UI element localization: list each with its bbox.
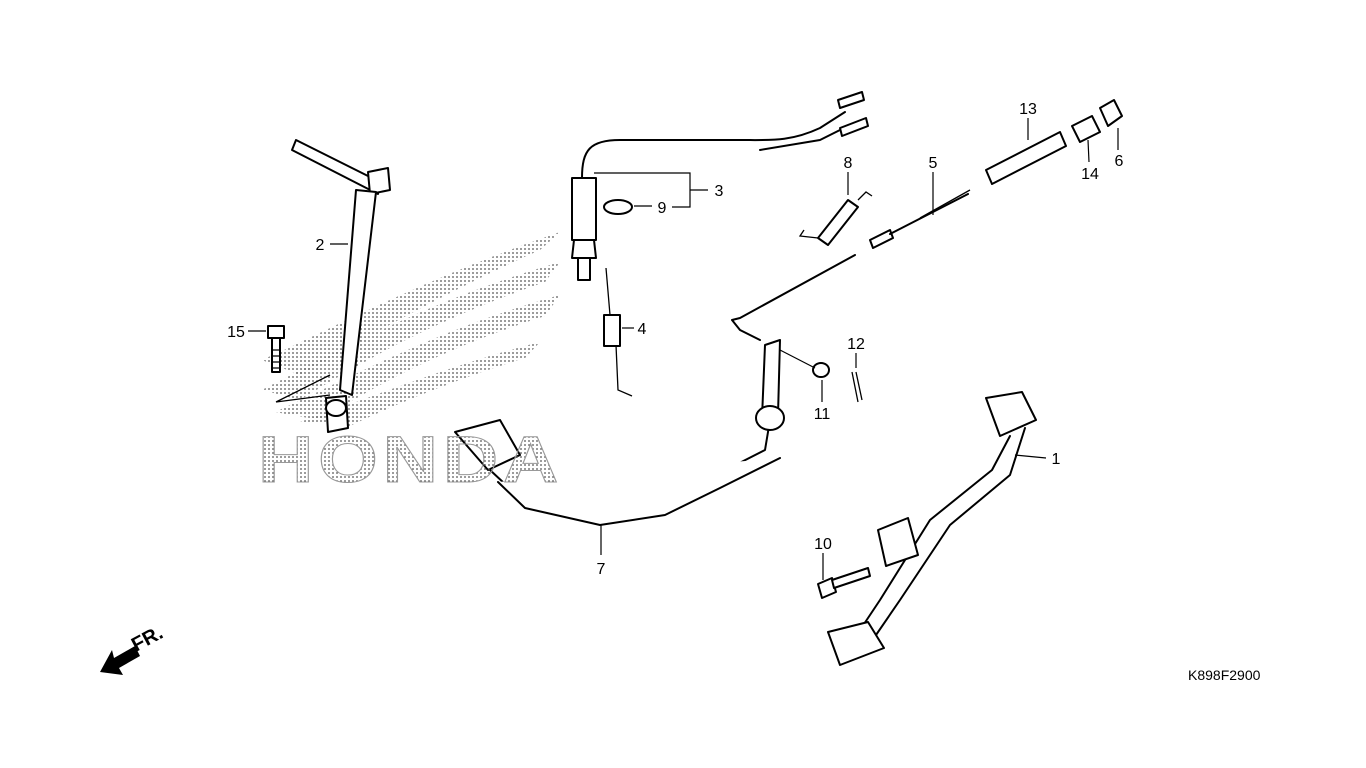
part-spring-13 — [985, 131, 1067, 185]
part-kick-starter-arm — [291, 139, 391, 433]
part-spring-8 — [798, 191, 873, 246]
part-joint-14 — [1071, 115, 1101, 143]
callout-15: 15 — [227, 324, 245, 341]
part-spring-4 — [603, 267, 633, 397]
callout-1: 1 — [1052, 451, 1061, 468]
part-brake-rod — [731, 189, 971, 341]
callout-14: 14 — [1081, 166, 1099, 183]
part-cable-switch — [571, 91, 869, 281]
part-washer-11 — [812, 362, 830, 378]
part-nut-6 — [1099, 99, 1123, 127]
callout-9: 9 — [658, 200, 667, 217]
callout-3: 3 — [715, 183, 724, 200]
callout-4: 4 — [638, 321, 647, 338]
part-bolt-15 — [267, 325, 331, 403]
callout-10: 10 — [814, 536, 832, 553]
front-direction-arrow-icon — [100, 646, 140, 675]
honda-watermark-text: HONDA — [258, 422, 563, 496]
callout-8: 8 — [844, 155, 853, 172]
honda-wing-watermark — [262, 232, 560, 426]
callout-7: 7 — [597, 561, 606, 578]
callout-5: 5 — [929, 155, 938, 172]
diagram-code: K898F2900 — [1188, 667, 1261, 683]
callout-6: 6 — [1115, 153, 1124, 170]
part-brake-pedal-7 — [454, 339, 785, 526]
callout-12: 12 — [847, 336, 865, 353]
callout-2: 2 — [316, 237, 325, 254]
part-pedal-1 — [827, 391, 1037, 666]
part-bolt-10 — [817, 567, 871, 599]
callout-13: 13 — [1019, 101, 1037, 118]
part-cotter-pin-12 — [851, 371, 863, 403]
leader-lines — [248, 118, 1119, 580]
callout-11: 11 — [814, 406, 831, 423]
part-clip-9 — [603, 199, 633, 215]
